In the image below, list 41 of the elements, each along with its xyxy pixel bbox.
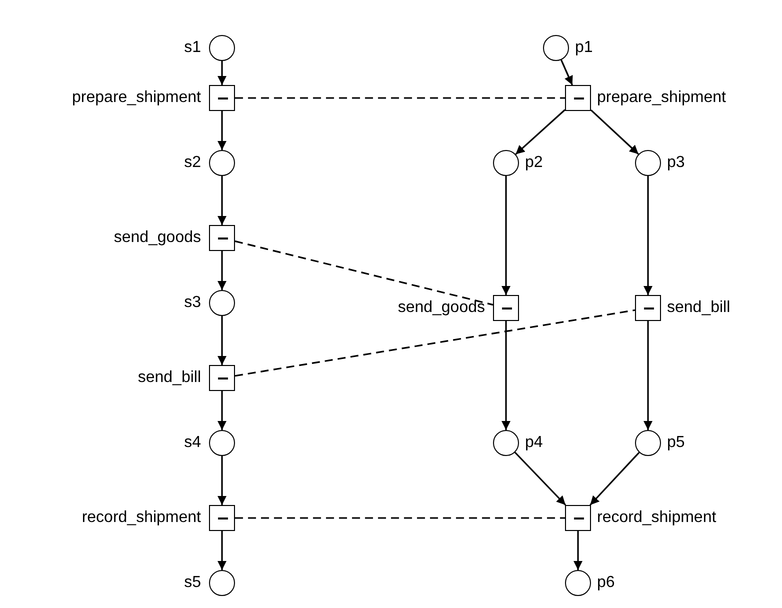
place-label: s1 [184,39,201,57]
place-label: p6 [597,574,615,592]
arrow [515,109,566,155]
arrow [218,251,226,290]
place-label: p4 [525,434,543,452]
arrow [514,452,566,506]
arrow [590,109,640,155]
transition-label: send_goods [398,299,485,317]
arrow [644,321,652,430]
arrow [218,176,226,225]
transition-label: send_goods [114,229,201,247]
arrow [590,452,640,506]
arrow [218,316,226,365]
place-label: p3 [667,154,685,172]
arrow [218,531,226,570]
transition-label: record_shipment [597,509,716,527]
arrow [502,321,510,430]
place-label: s4 [184,434,201,452]
dashed-link [235,517,565,519]
place-label: s5 [184,574,201,592]
arrow [218,456,226,505]
transition-label: prepare_shipment [72,89,201,107]
transition-label: record_shipment [82,509,201,527]
place-label: p5 [667,434,685,452]
arrow [560,60,574,86]
arrow [218,391,226,430]
place-label: p1 [575,39,593,57]
place-label: s3 [184,294,201,312]
transition-label: send_bill [138,369,201,387]
arrow [218,111,226,150]
transition-label: prepare_shipment [597,89,726,107]
place-label: s2 [184,154,201,172]
arrow [644,176,652,295]
dashed-link [234,240,494,306]
arrow [574,531,582,570]
transition-label: send_bill [667,299,730,317]
dashed-link [234,309,636,377]
dashed-link [235,97,565,99]
arrow [502,176,510,295]
arrow [218,61,226,85]
place-label: p2 [525,154,543,172]
